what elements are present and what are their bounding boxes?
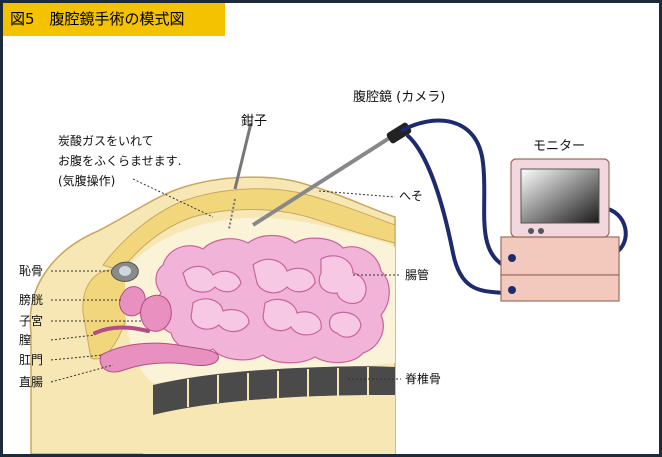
monitor-screen [521, 169, 599, 223]
label-monitor: モニター [533, 140, 585, 154]
label-forceps: 鉗子 [241, 115, 267, 129]
label-laparoscope: 腹腔鏡 (カメラ) [353, 91, 445, 105]
label-navel: へそ [399, 189, 423, 203]
label-co2-line1: 炭酸ガスをいれて [58, 134, 154, 148]
label-anus: 肛門 [19, 353, 43, 367]
monitor-knob-2 [538, 228, 544, 234]
label-bladder: 膀胱 [19, 293, 43, 307]
label-co2-line3: (気腹操作) [58, 174, 115, 188]
uterus [141, 295, 172, 331]
equipment-box-upper [501, 237, 619, 275]
monitor-knob-1 [528, 228, 534, 234]
equipment-port-lower [508, 286, 516, 294]
laparoscope-camera-head [386, 122, 413, 145]
label-rectum: 直腸 [19, 375, 43, 389]
diagram-canvas [3, 3, 659, 454]
label-pubic-bone: 恥骨 [19, 264, 43, 278]
label-co2-line2: お腹をふくらませます. [58, 154, 181, 168]
label-intestine: 腸管 [405, 268, 429, 282]
equipment-port-upper [508, 254, 516, 262]
label-uterus: 子宮 [19, 314, 43, 328]
pubic-bone-inner [119, 266, 131, 276]
label-vagina: 膣 [19, 333, 31, 347]
equipment-box-lower [501, 275, 619, 301]
intestines [156, 236, 389, 363]
label-spine: 脊椎骨 [405, 372, 441, 386]
